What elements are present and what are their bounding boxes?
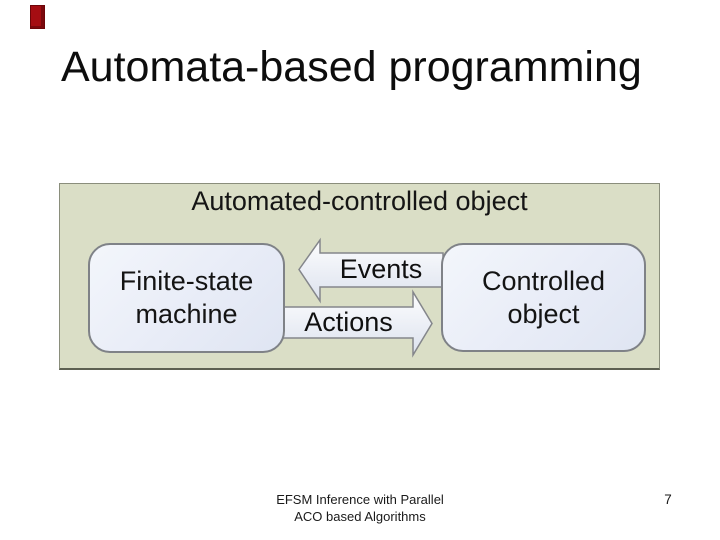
slide-footer: EFSM Inference with Parallel ACO based A… [0,491,720,525]
diagram-panel-title: Automated-controlled object [191,186,528,216]
fsm-box-line1: Finite-state [119,266,254,296]
controlled-box-line1: Controlled [481,265,606,296]
footer-line2: ACO based Algorithms [294,509,426,524]
controlled-box-line2: object [507,298,580,329]
page-number: 7 [664,492,672,507]
actions-arrow-label: Actions [304,306,393,337]
controlled-object-box: Controlled object [441,243,646,352]
finite-state-machine-box: Finite-state machine [88,243,285,353]
slide-title: Automata-based programming [61,43,642,91]
red-accent-mark [30,5,45,29]
fsm-box-line2: machine [135,299,238,329]
footer-line1: EFSM Inference with Parallel [276,492,444,507]
actions-arrow [282,289,433,358]
events-arrow-label: Events [339,254,423,284]
